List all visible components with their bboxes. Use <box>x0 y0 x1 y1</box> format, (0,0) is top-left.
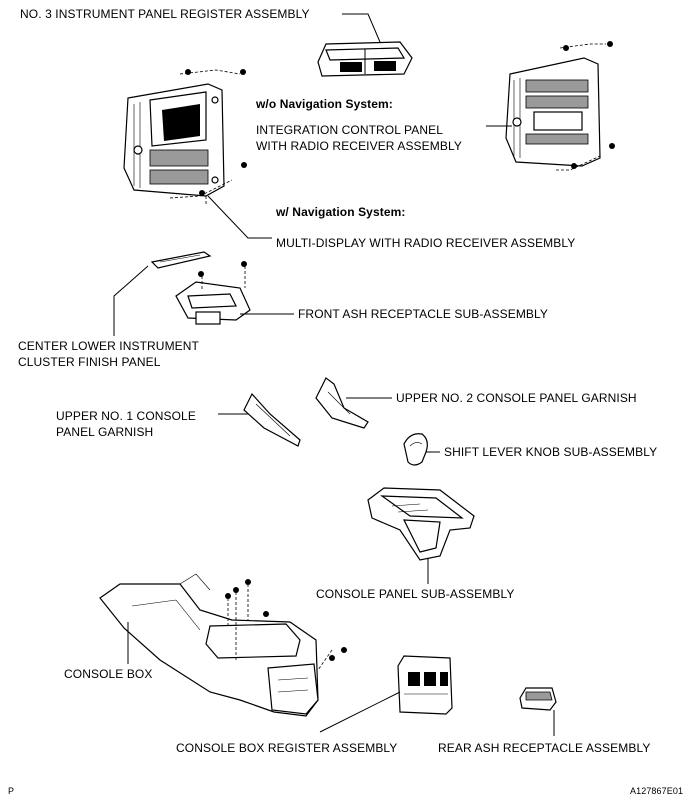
corner-mark: P <box>8 786 15 796</box>
label-shift-knob: SHIFT LEVER KNOB SUB-ASSEMBLY <box>444 445 658 459</box>
multi-display-part <box>123 83 225 197</box>
leader-lines <box>113 13 555 736</box>
label-w-navigation: w/ Navigation System: <box>276 205 406 219</box>
multi-display-screws <box>169 69 247 204</box>
label-no3-register: NO. 3 INSTRUMENT PANEL REGISTER ASSEMBLY <box>20 7 310 21</box>
integration-panel-screws <box>556 41 615 171</box>
no3-register-part <box>317 41 413 77</box>
label-multi-display: MULTI-DISPLAY WITH RADIO RECEIVER ASSEMB… <box>276 236 576 250</box>
console-panel-part <box>367 487 475 561</box>
label-console-box: CONSOLE BOX <box>64 667 153 681</box>
figure-code: A127867E01 <box>630 786 684 796</box>
integration-panel-part <box>505 57 601 167</box>
label-integration-panel: INTEGRATION CONTROL PANEL WITH RADIO REC… <box>256 123 462 153</box>
label-rear-ash: REAR ASH RECEPTACLE ASSEMBLY <box>438 741 651 755</box>
shift-knob-part <box>403 433 428 466</box>
label-upper-no2-garnish: UPPER NO. 2 CONSOLE PANEL GARNISH <box>396 391 637 405</box>
label-upper-no1-garnish: UPPER NO. 1 CONSOLE PANEL GARNISH <box>56 409 196 439</box>
upper-no1-garnish-part <box>243 392 301 447</box>
label-console-panel: CONSOLE PANEL SUB-ASSEMBLY <box>316 587 515 601</box>
console-box-register-part <box>397 655 453 715</box>
label-center-lower-panel: CENTER LOWER INSTRUMENT CLUSTER FINISH P… <box>18 339 199 369</box>
label-console-box-register: CONSOLE BOX REGISTER ASSEMBLY <box>176 741 398 755</box>
upper-no2-garnish-part <box>315 377 369 429</box>
rear-ash-receptacle-part <box>519 687 557 711</box>
console-box-part <box>99 573 347 717</box>
center-lower-finish-panel-part <box>150 251 212 269</box>
label-wo-navigation: w/o Navigation System: <box>256 97 393 111</box>
label-front-ash: FRONT ASH RECEPTACLE SUB-ASSEMBLY <box>298 307 549 321</box>
front-ash-receptacle-part <box>175 261 251 325</box>
